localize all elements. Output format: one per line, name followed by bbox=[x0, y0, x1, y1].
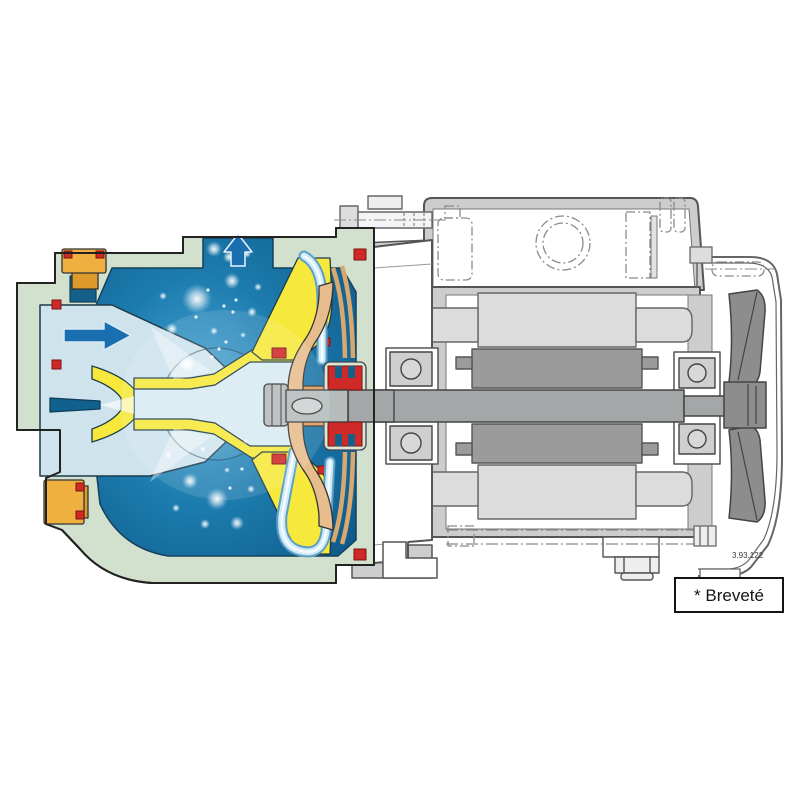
shaft-through-seal bbox=[347, 389, 395, 423]
bearing-ball bbox=[687, 363, 707, 383]
rotor-pin bbox=[641, 442, 659, 456]
box-screw-icon bbox=[659, 197, 672, 233]
figure-labels: 3.93.122 * Breveté bbox=[674, 551, 784, 613]
cover-clamp bbox=[689, 246, 713, 264]
terminal-box bbox=[423, 197, 705, 291]
ball-bearings bbox=[389, 351, 716, 461]
nozzle bbox=[49, 397, 101, 413]
motor-foot bbox=[602, 536, 660, 581]
bearing-ball bbox=[687, 429, 707, 449]
priming-plug bbox=[61, 248, 107, 290]
discharge-flow-arrow bbox=[223, 233, 253, 267]
o-rings bbox=[51, 248, 367, 561]
rotor-bottom bbox=[471, 423, 643, 464]
stator-winding-icon bbox=[635, 307, 693, 343]
rotor-pin bbox=[455, 442, 473, 456]
ejector-venturi bbox=[49, 349, 303, 459]
rotor bbox=[455, 348, 659, 464]
capacitor-terminal-phantom bbox=[444, 205, 461, 219]
tie-rod-nut bbox=[693, 525, 717, 547]
stator-core-top bbox=[477, 292, 637, 348]
tie-rod-phantom bbox=[446, 525, 717, 547]
spray-beam bbox=[150, 428, 212, 482]
jet-spray bbox=[100, 396, 134, 414]
impeller bbox=[287, 281, 337, 531]
stator-winding-icon bbox=[635, 471, 693, 507]
cable-gland-phantom bbox=[535, 215, 591, 271]
stator-core-bottom bbox=[477, 464, 637, 520]
pump-assembly bbox=[16, 227, 395, 584]
patent-label-box bbox=[674, 577, 784, 613]
pump-support-foot bbox=[382, 541, 438, 579]
fan-hub bbox=[723, 381, 767, 429]
box-screw-icon bbox=[673, 197, 686, 233]
pump-casing-outline bbox=[16, 227, 375, 584]
capacitor-phantom bbox=[437, 217, 473, 281]
terminal-plate bbox=[650, 215, 658, 279]
terminal-board-phantom bbox=[625, 211, 651, 279]
pump-shaft bbox=[263, 383, 349, 427]
keyway bbox=[291, 397, 323, 415]
drawing-number: 3.93.122 bbox=[732, 551, 764, 560]
cooling-fan bbox=[723, 289, 767, 523]
rotor-pin bbox=[641, 356, 659, 370]
foot-bolt-tip bbox=[620, 572, 654, 581]
bearing-ball bbox=[400, 432, 422, 454]
motor-shaft bbox=[373, 389, 727, 423]
rotor-top bbox=[471, 348, 643, 389]
drain-plug bbox=[43, 479, 89, 525]
motor-assembly bbox=[334, 195, 783, 584]
wear-plate bbox=[330, 265, 356, 545]
cable-gland-inner-phantom bbox=[542, 222, 584, 264]
stator bbox=[423, 292, 693, 520]
air-bubbles bbox=[120, 241, 330, 530]
patent-label: * Breveté bbox=[694, 586, 764, 605]
foot-bolt-head bbox=[614, 556, 660, 574]
inlet-flow-arrow bbox=[63, 320, 132, 351]
venturi-bell bbox=[91, 365, 135, 443]
rotor-pin bbox=[455, 356, 473, 370]
bearing-ball bbox=[400, 358, 422, 380]
